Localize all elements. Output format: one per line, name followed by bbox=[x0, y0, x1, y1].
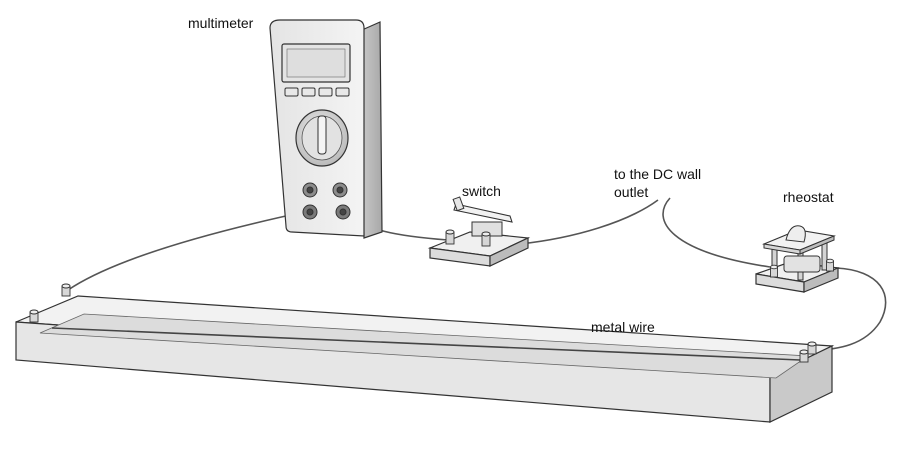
label-switch: switch bbox=[462, 183, 501, 199]
multimeter-dial bbox=[295, 109, 349, 167]
label-metal-wire: metal wire bbox=[591, 319, 655, 335]
multimeter-button-2 bbox=[301, 87, 316, 97]
label-dc-wall-outlet: to the DC wall outlet bbox=[614, 166, 702, 200]
label-multimeter: multimeter bbox=[188, 15, 254, 31]
multimeter-buttons bbox=[284, 87, 350, 97]
multimeter-button-1 bbox=[284, 87, 299, 97]
rheostat-slider bbox=[785, 225, 806, 243]
multimeter bbox=[269, 19, 383, 239]
rheostat bbox=[755, 225, 841, 293]
metal-wire-board bbox=[15, 283, 835, 423]
multimeter-button-4 bbox=[335, 87, 350, 97]
wire-outlet-to-rheostat bbox=[662, 197, 771, 268]
multimeter-dial-knob bbox=[317, 115, 327, 155]
wire-switch-to-outlet bbox=[519, 199, 659, 245]
multimeter-button-3 bbox=[318, 87, 333, 97]
wire-rheostat-to-base bbox=[811, 267, 887, 351]
metal-wire bbox=[51, 327, 801, 361]
base-terminal-right-back bbox=[807, 341, 817, 355]
switch-lever bbox=[453, 203, 513, 223]
switch bbox=[427, 196, 531, 267]
base-terminal-right-front bbox=[799, 349, 809, 363]
multimeter-jacks bbox=[302, 182, 351, 220]
base-terminal-left-back bbox=[61, 283, 71, 297]
label-rheostat: rheostat bbox=[783, 189, 834, 205]
wire-multimeter-to-base bbox=[67, 211, 305, 291]
base-terminal-left-front bbox=[29, 309, 39, 323]
